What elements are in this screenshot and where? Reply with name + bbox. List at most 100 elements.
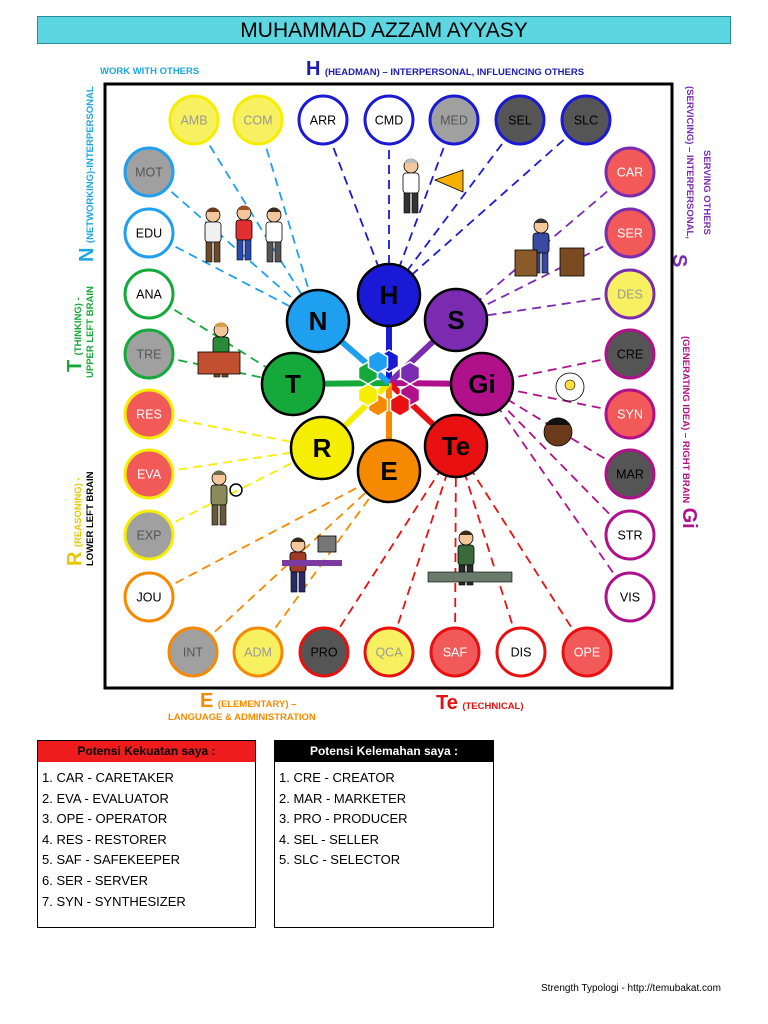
center-circle: [289, 415, 355, 481]
outer-node-pro: PRO: [298, 626, 350, 678]
e-letter: E: [200, 690, 214, 712]
connector-saf: [454, 445, 457, 653]
outer-node-saf: SAF: [429, 626, 481, 678]
connector-ope: [455, 445, 588, 653]
outer-node-ope: OPE: [561, 626, 613, 678]
center-circle: [423, 413, 489, 479]
suitcase-icon: [514, 249, 538, 277]
outer-label: QCA: [375, 646, 403, 660]
outer-node-ser: SER: [604, 207, 656, 259]
h-label: H (HEADMAN) – INTERPERSONAL, INFLUENCING…: [306, 58, 584, 81]
te-letter: Te: [436, 692, 458, 714]
connector-ser: [455, 232, 631, 321]
outer-node-sel: SEL: [494, 94, 546, 146]
outer-node-com: COM: [232, 94, 284, 146]
center-label: Gi: [468, 369, 495, 399]
outer-circle: [428, 94, 480, 146]
outer-node-dis: DIS: [495, 626, 547, 678]
outer-circle: [232, 94, 284, 146]
outer-circle: [495, 626, 547, 678]
outer-node-syn: SYN: [604, 388, 656, 440]
outer-label: ADM: [244, 646, 272, 660]
outer-circle: [123, 146, 175, 198]
center-node-h: H: [356, 262, 422, 328]
outer-node-amb: AMB: [168, 94, 220, 146]
outer-circle: [123, 509, 175, 561]
outer-label: ANA: [136, 288, 162, 302]
networking-person-1-icon: [204, 207, 222, 263]
magnifier-icon: [229, 483, 243, 497]
outer-node-exp: EXP: [123, 509, 175, 561]
strength-item: 4. RES - RESTORER: [42, 831, 167, 847]
work-with-others-label: WORK WITH OTHERS: [100, 66, 200, 77]
center-circle: [260, 351, 326, 417]
outer-label: SAF: [443, 646, 468, 660]
weakness-item: 3. PRO - PRODUCER: [279, 811, 408, 827]
outer-circle: [123, 207, 175, 259]
outer-label: AMB: [180, 114, 207, 128]
outer-label: MOT: [135, 166, 163, 180]
outer-label: MED: [440, 114, 468, 128]
outer-label: SEL: [508, 114, 532, 128]
outer-circle: [604, 146, 656, 198]
center-node-r: R: [289, 415, 355, 481]
center-node-t: T: [260, 351, 326, 417]
outer-label: STR: [618, 529, 643, 543]
strength-table: Potensi Kekuatan saya : 1. CAR - CARETAK…: [37, 740, 256, 928]
outer-label: SER: [617, 227, 643, 241]
outer-label: OPE: [574, 646, 600, 660]
outer-label: PRO: [310, 646, 337, 660]
outer-node-arr: ARR: [297, 94, 349, 146]
outer-label: SLC: [574, 114, 598, 128]
outer-circle: [298, 626, 350, 678]
strength-item: 3. OPE - OPERATOR: [42, 811, 168, 827]
outer-label: INT: [183, 646, 204, 660]
outer-node-adm: ADM: [232, 626, 284, 678]
center-label: S: [447, 305, 464, 335]
computer-monitor-icon: [317, 535, 337, 553]
connector-car: [455, 171, 631, 321]
hub-hexagon: [389, 393, 411, 417]
outer-label: ARR: [310, 114, 336, 128]
hub-hexagon: [399, 361, 421, 385]
outer-label: RES: [136, 408, 162, 422]
center-label: E: [380, 456, 397, 486]
networking-person-2-icon: [235, 205, 253, 261]
outer-circle: [429, 626, 481, 678]
e-label: E (ELEMENTARY) –: [200, 690, 296, 713]
idea-person-hair-icon: [546, 417, 570, 425]
connector-sel: [388, 119, 521, 296]
outer-circle: [168, 94, 220, 146]
outer-circle: [604, 571, 656, 623]
outer-label: SYN: [617, 408, 643, 422]
outer-circle: [363, 94, 415, 146]
outer-node-qca: QCA: [363, 626, 415, 678]
outer-node-eva: EVA: [123, 448, 175, 500]
te-text: (TECHNICAL): [462, 701, 524, 712]
outer-circle: [123, 328, 175, 380]
outer-label: EXP: [136, 529, 161, 543]
center-circle: [423, 287, 489, 353]
center-circle: [449, 351, 515, 417]
strength-item: 7. SYN - SYNTHESIZER: [42, 893, 186, 909]
footer-credit: Strength Typologi - http://temubakat.com: [541, 983, 721, 994]
h-text: (HEADMAN) – INTERPERSONAL, INFLUENCING O…: [324, 67, 585, 78]
outer-node-cre: CRE: [604, 328, 656, 380]
outer-node-med: MED: [428, 94, 480, 146]
strength-item: 2. EVA - EVALUATOR: [42, 790, 169, 806]
outer-node-vis: VIS: [604, 571, 656, 623]
connector-qca: [388, 445, 457, 653]
center-node-gi: Gi: [449, 351, 515, 417]
headman-person-icon: [402, 158, 420, 214]
connector-com: [257, 119, 319, 322]
outer-circle: [123, 448, 175, 500]
suitcase-icon: [559, 247, 585, 277]
page-title: MUHAMMAD AZZAM AYYASY: [37, 16, 731, 44]
lightbulb-icon: [564, 379, 576, 391]
outer-node-res: RES: [123, 388, 175, 440]
outer-label: CRE: [617, 348, 643, 362]
outer-circle: [604, 268, 656, 320]
